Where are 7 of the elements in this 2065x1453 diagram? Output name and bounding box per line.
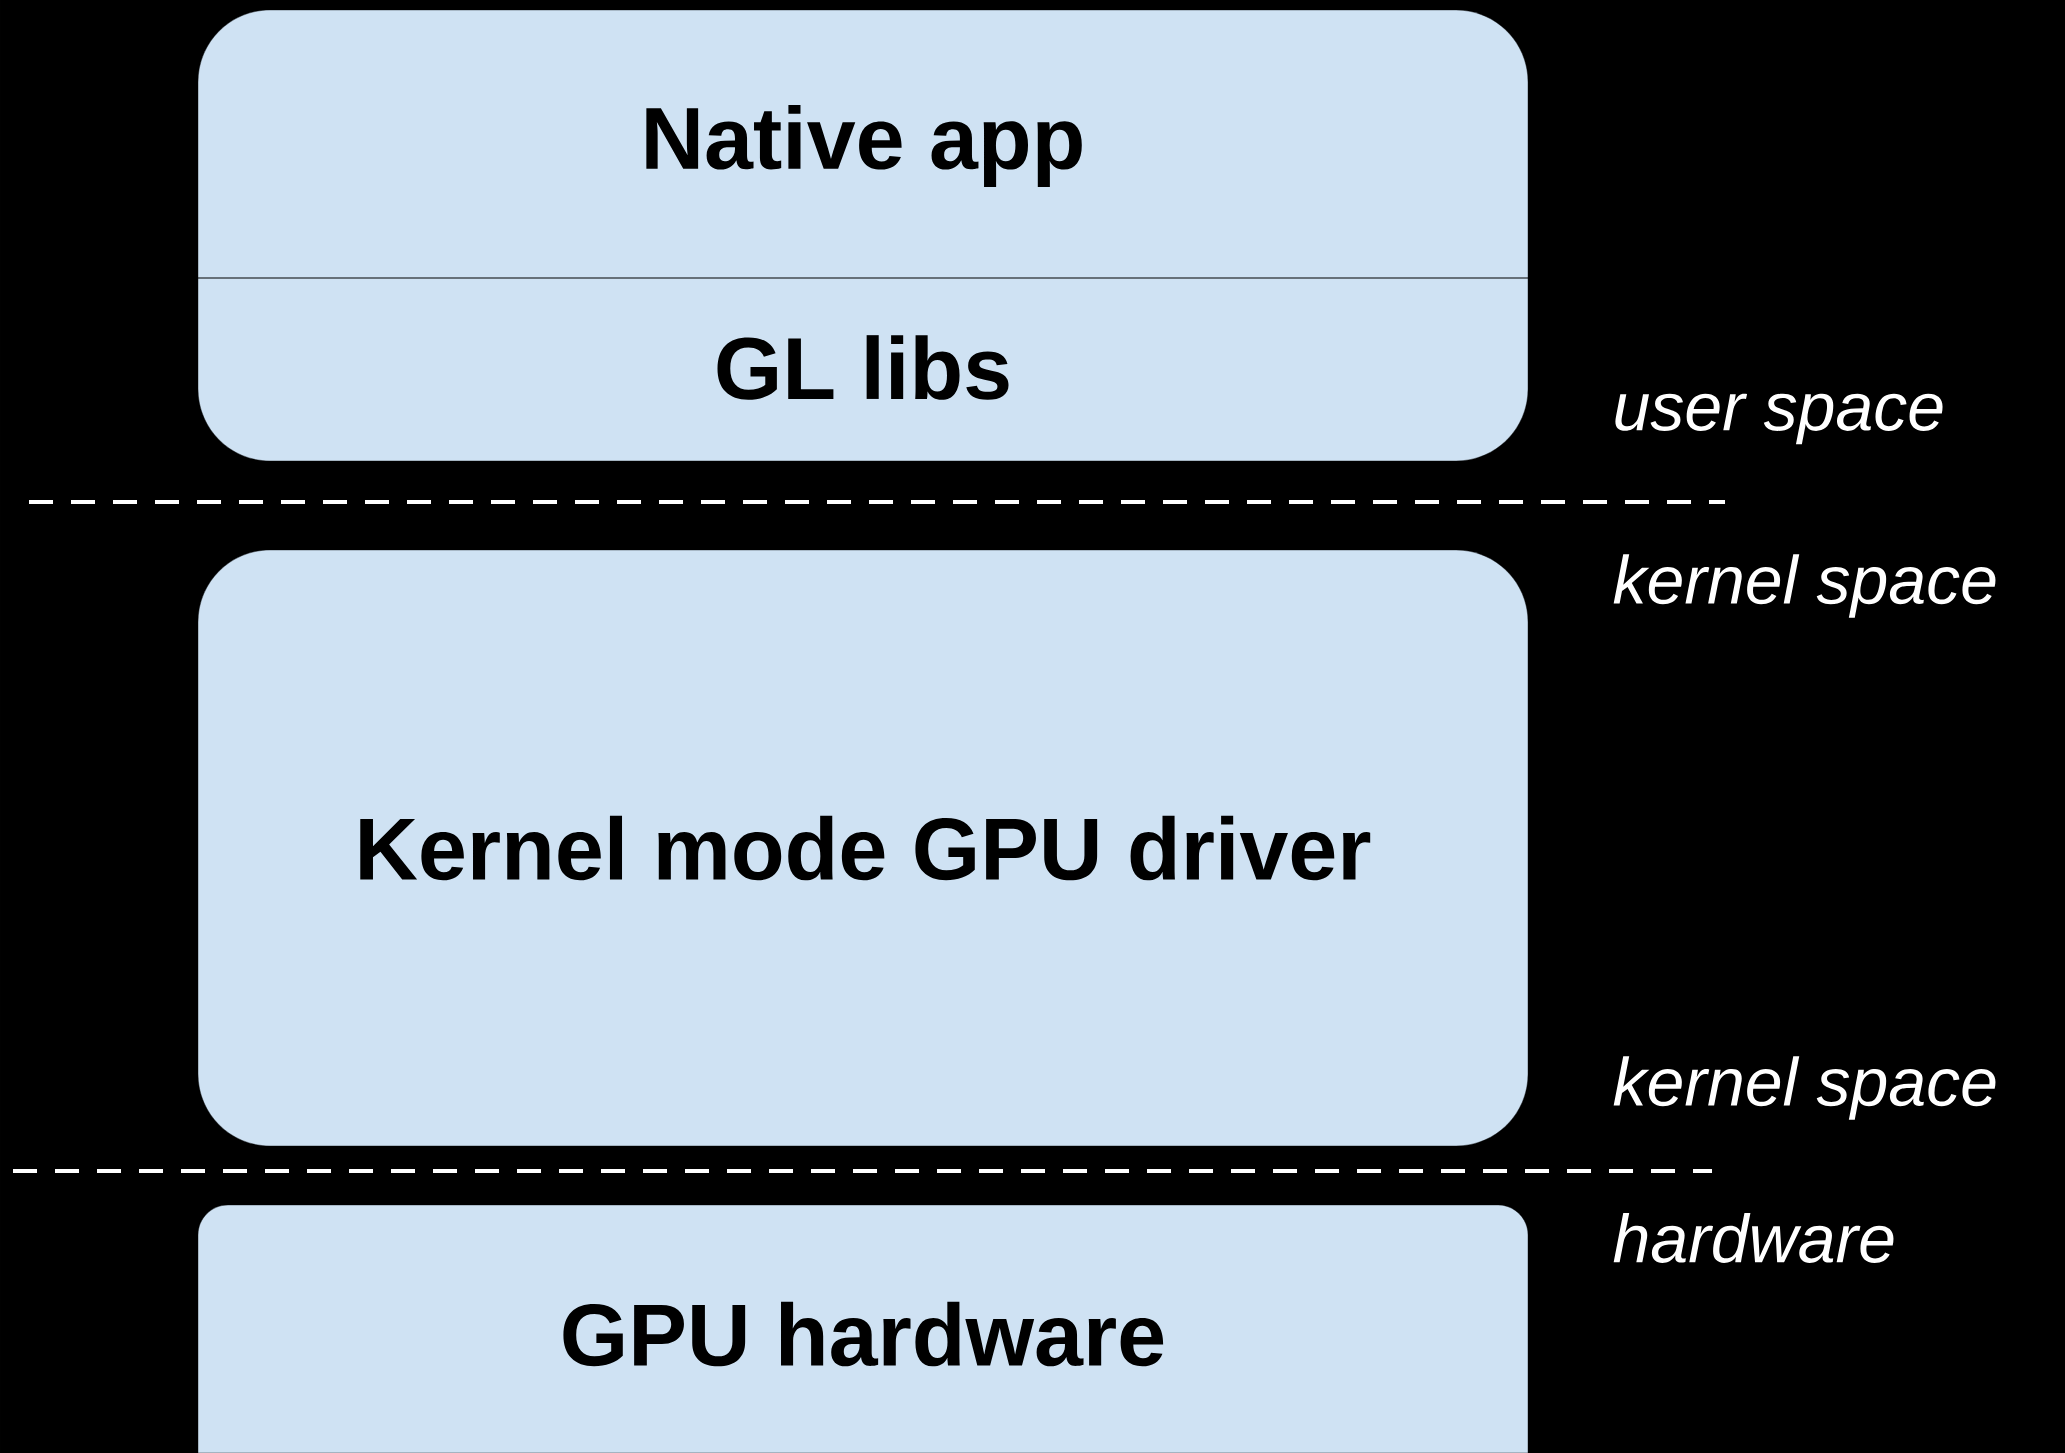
layer-box: Native app GL libs <box>197 9 1529 462</box>
layer-label: kernel space <box>1613 554 1996 618</box>
layer-label: hardware <box>1613 1213 1894 1263</box>
layer-label: kernel space <box>1613 1056 1996 1120</box>
layer-box: GPU hardware <box>197 1204 1529 1453</box>
layer-label: user space <box>1615 393 1943 445</box>
layer-box: Kernel mode GPU driver <box>197 549 1529 1147</box>
